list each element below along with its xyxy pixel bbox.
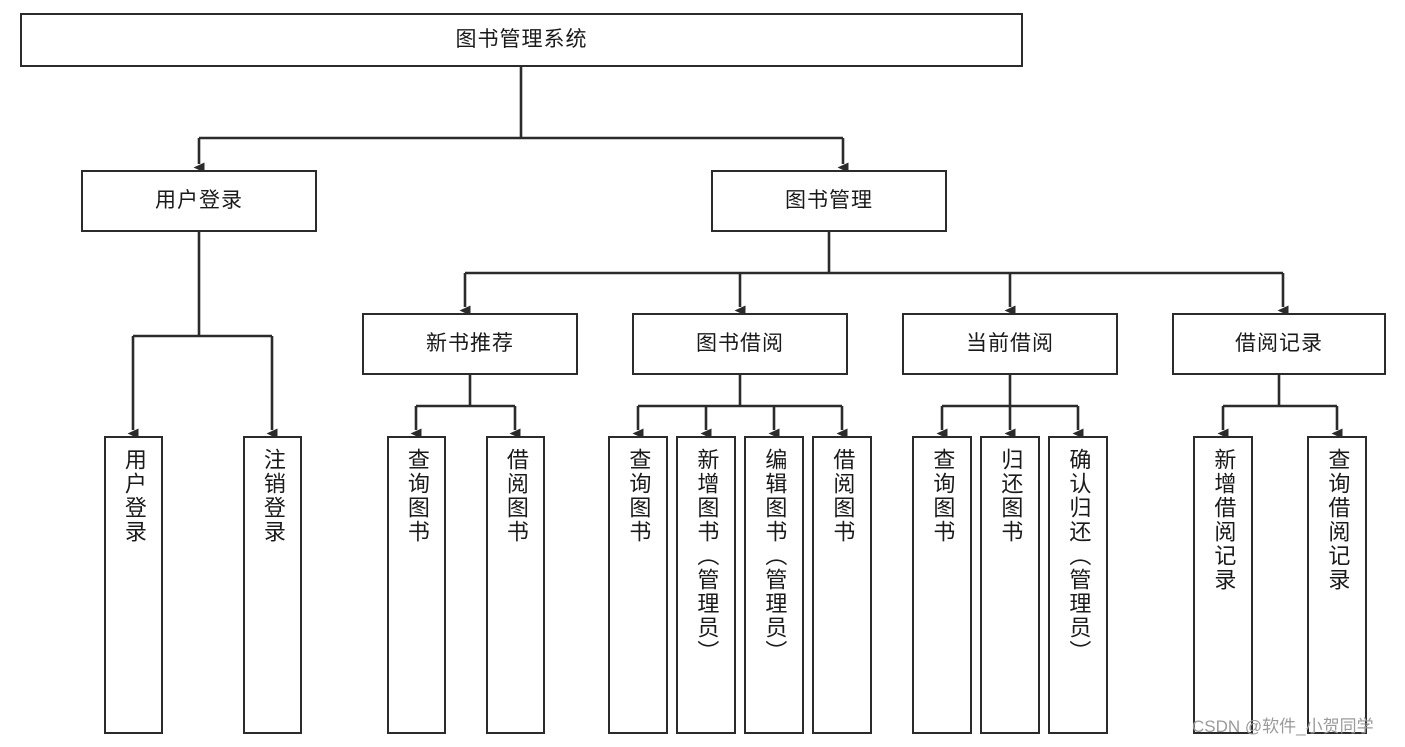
leaf-borrow-book-2-label: 借阅图书 bbox=[830, 448, 856, 544]
node-current-borrow-label: 当前借阅 bbox=[966, 332, 1054, 356]
leaf-logout-login-label: 注销登录 bbox=[260, 448, 286, 544]
leaf-query-record-label: 查询借阅记录 bbox=[1325, 448, 1351, 592]
leaf-confirm-return[interactable]: 确认归还（管理员） bbox=[1048, 436, 1108, 734]
node-book-manage[interactable]: 图书管理 bbox=[711, 170, 947, 232]
node-book-borrow[interactable]: 图书借阅 bbox=[632, 313, 848, 375]
node-user-login[interactable]: 用户登录 bbox=[81, 170, 317, 232]
leaf-borrow-book-1[interactable]: 借阅图书 bbox=[486, 436, 545, 734]
csdn-watermark: CSDN @软件_小贺同学 bbox=[1192, 717, 1374, 736]
leaf-user-login-label: 用户登录 bbox=[121, 448, 147, 544]
node-user-login-label: 用户登录 bbox=[155, 189, 243, 213]
leaf-borrow-book-1-label: 借阅图书 bbox=[503, 448, 529, 544]
node-borrow-record[interactable]: 借阅记录 bbox=[1172, 313, 1386, 375]
node-book-borrow-label: 图书借阅 bbox=[696, 332, 784, 356]
leaf-add-book-label: 新增图书（管理员） bbox=[694, 448, 720, 664]
node-root-label: 图书管理系统 bbox=[455, 28, 588, 52]
leaf-edit-book[interactable]: 编辑图书（管理员） bbox=[744, 436, 804, 734]
leaf-logout-login[interactable]: 注销登录 bbox=[243, 436, 302, 734]
node-borrow-record-label: 借阅记录 bbox=[1235, 332, 1323, 356]
node-root[interactable]: 图书管理系统 bbox=[20, 13, 1023, 67]
leaf-edit-book-label: 编辑图书（管理员） bbox=[762, 448, 788, 664]
leaf-query-book-2-label: 查询图书 bbox=[626, 448, 652, 544]
leaf-return-book-label: 归还图书 bbox=[998, 448, 1024, 544]
node-current-borrow[interactable]: 当前借阅 bbox=[902, 313, 1118, 375]
node-new-book-recommend-label: 新书推荐 bbox=[426, 332, 514, 356]
leaf-add-record[interactable]: 新增借阅记录 bbox=[1193, 436, 1253, 734]
leaf-return-book[interactable]: 归还图书 bbox=[980, 436, 1040, 734]
node-new-book-recommend[interactable]: 新书推荐 bbox=[362, 313, 578, 375]
leaf-query-book-1[interactable]: 查询图书 bbox=[387, 436, 446, 734]
leaf-borrow-book-2[interactable]: 借阅图书 bbox=[812, 436, 872, 734]
leaf-add-record-label: 新增借阅记录 bbox=[1211, 448, 1237, 592]
leaf-user-login[interactable]: 用户登录 bbox=[104, 436, 163, 734]
leaf-confirm-return-label: 确认归还（管理员） bbox=[1066, 448, 1092, 664]
leaf-query-book-1-label: 查询图书 bbox=[404, 448, 430, 544]
leaf-query-book-2[interactable]: 查询图书 bbox=[608, 436, 668, 734]
leaf-add-book[interactable]: 新增图书（管理员） bbox=[676, 436, 736, 734]
node-book-manage-label: 图书管理 bbox=[785, 189, 873, 213]
leaf-query-record[interactable]: 查询借阅记录 bbox=[1307, 436, 1367, 734]
leaf-query-book-3-label: 查询图书 bbox=[930, 448, 956, 544]
leaf-query-book-3[interactable]: 查询图书 bbox=[912, 436, 972, 734]
